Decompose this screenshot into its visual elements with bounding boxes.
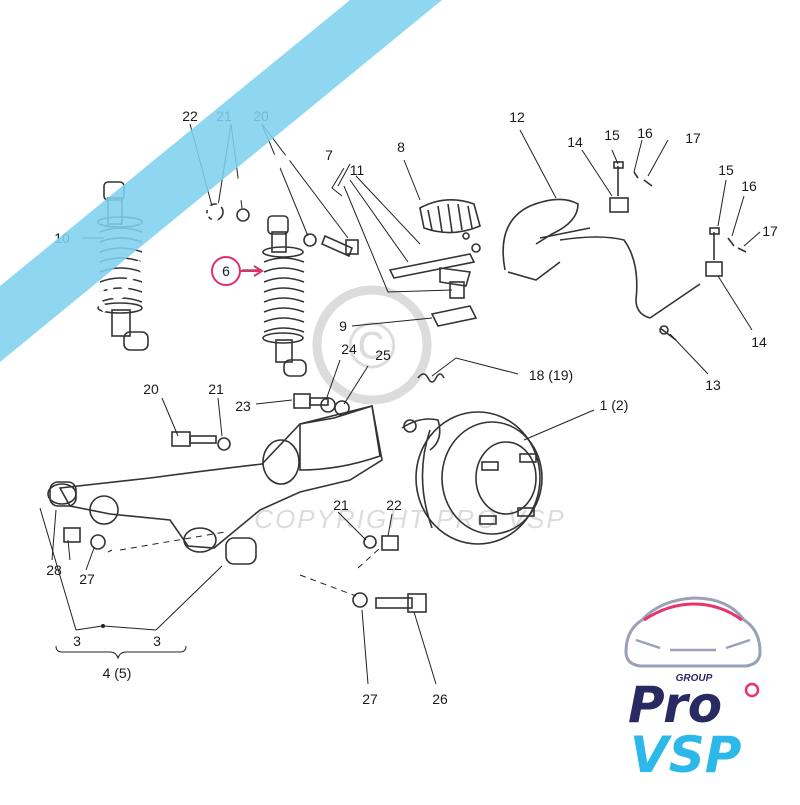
car-outline-icon xyxy=(624,596,762,668)
callout-13: 13 xyxy=(705,377,721,393)
callout-25: 25 xyxy=(375,347,391,363)
copyright-symbol: © xyxy=(348,308,397,382)
callout-26: 26 xyxy=(432,691,448,707)
callout-9: 9 xyxy=(339,318,347,334)
cable-clamp-upper xyxy=(609,161,653,213)
copyright-watermark: © COPYRIGHT PRO VSP xyxy=(254,285,564,534)
callout-15-lower: 15 xyxy=(718,162,734,178)
shock-mount-hardware-top xyxy=(206,203,359,258)
callout-24: 24 xyxy=(341,341,357,357)
shock-lower-bolt xyxy=(293,393,350,416)
rear-shock-absorber-right xyxy=(262,215,307,377)
handbrake-lever-assembly xyxy=(388,199,481,327)
cable-clamp-lower xyxy=(705,227,747,277)
logo-group-label: GROUP xyxy=(676,673,713,684)
callout-27-bottom: 27 xyxy=(362,691,378,707)
callout-17-lower: 17 xyxy=(762,223,778,239)
callout-16-upper: 16 xyxy=(637,125,653,141)
callout-4-5: 4 (5) xyxy=(103,665,132,681)
highlight-part-6 xyxy=(211,256,264,286)
callout-22: 22 xyxy=(182,108,198,124)
callout-7: 7 xyxy=(325,147,333,163)
callout-18-19: 18 (19) xyxy=(529,367,573,383)
callout-14-lower: 14 xyxy=(751,334,767,350)
callout-22-bottom: 22 xyxy=(386,497,402,513)
callout-16-lower: 16 xyxy=(741,178,757,194)
callout-27-left: 27 xyxy=(79,571,95,587)
rear-trailing-arm xyxy=(58,404,441,553)
provsp-logo: GROUP Pro VSP xyxy=(624,596,762,784)
logo-name-top: Pro xyxy=(628,676,722,734)
callout-21-bottom: 21 xyxy=(333,497,349,513)
handbrake-cable xyxy=(502,198,701,319)
logo-name-bottom: VSP xyxy=(630,726,741,784)
callout-14-upper: 14 xyxy=(567,134,583,150)
callout-21-lower: 21 xyxy=(208,381,224,397)
brake-drum xyxy=(403,411,543,545)
hexagon-dot-icon xyxy=(744,682,760,698)
callout-23: 23 xyxy=(235,398,251,414)
callout-12: 12 xyxy=(509,109,525,125)
callout-15-upper: 15 xyxy=(604,127,620,143)
callout-28: 28 xyxy=(46,562,62,578)
leader-lines xyxy=(39,123,761,685)
arm-bush-left xyxy=(47,481,77,507)
callout-1-2: 1 (2) xyxy=(600,397,629,413)
callout-20-lower: 20 xyxy=(143,381,159,397)
arm-bush-right xyxy=(225,537,257,565)
callout-11: 11 xyxy=(350,162,365,178)
callout-3-left: 3 xyxy=(73,633,81,649)
return-spring xyxy=(417,373,445,383)
arm-hardware xyxy=(63,431,427,613)
callout-6: 6 xyxy=(222,263,230,279)
callout-3-right: 3 xyxy=(153,633,161,649)
callout-17-upper: 17 xyxy=(685,130,701,146)
callout-8: 8 xyxy=(397,139,405,155)
